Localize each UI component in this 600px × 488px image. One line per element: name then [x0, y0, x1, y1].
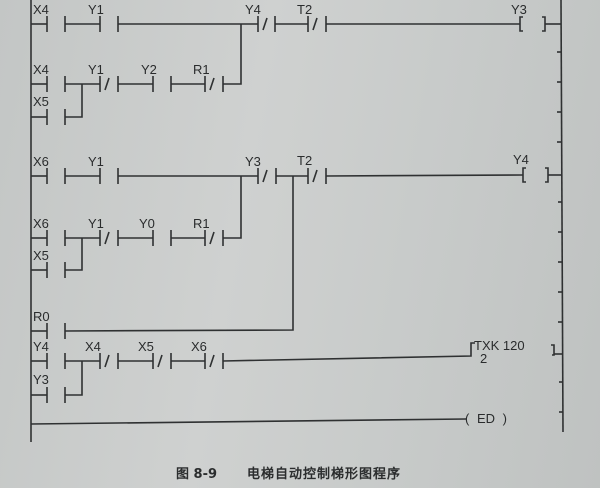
figure-caption: 图 8-9 电梯自动控制梯形图程序	[176, 466, 401, 482]
contact-nc-r1-branch[interactable]: R1	[193, 62, 224, 92]
contact-nc-t2[interactable]: T2	[297, 153, 327, 184]
contact-label: Y0	[139, 216, 155, 231]
contact-nc-r1-branch[interactable]: R1	[193, 216, 224, 246]
right-power-rail	[560, 0, 564, 433]
contact-label: R1	[193, 62, 210, 77]
contact-label: X4	[85, 339, 101, 354]
contact-label: X6	[191, 339, 207, 354]
rung-txk: Y4 Y3 X4 X5 X6	[31, 338, 563, 403]
timer-name-preset: TXK 120	[474, 338, 525, 353]
contact-label: T2	[297, 2, 312, 17]
rung-y4: X6 Y1 Y3 T2 Y4	[31, 152, 562, 278]
contact-label: Y1	[88, 62, 104, 77]
figure-number: 图 8-9	[176, 467, 217, 482]
contact-label: Y1	[88, 154, 104, 169]
end-instruction-ed[interactable]: ( ED )	[465, 411, 507, 426]
contact-label: Y4	[33, 339, 49, 354]
contact-label: X6	[33, 154, 49, 169]
contact-nc-x5[interactable]: X5	[138, 339, 172, 369]
contact-no-y4[interactable]: Y4	[31, 339, 66, 369]
coil-label: Y4	[513, 152, 529, 167]
rung-r0: R0	[31, 176, 294, 339]
timer-instruction-txk[interactable]: TXK 120 2	[474, 338, 563, 366]
contact-nc-y4[interactable]: Y4	[245, 2, 276, 32]
contact-label: X6	[33, 216, 49, 231]
rung-y3: X4 Y1 Y4 T2	[31, 2, 561, 125]
contact-no-y1[interactable]: Y1	[88, 154, 119, 184]
contact-no-x4-branch[interactable]: X4	[31, 62, 66, 92]
contact-no-x6-branch[interactable]: X6	[31, 216, 66, 246]
contact-no-y2-branch[interactable]: Y2	[141, 62, 172, 92]
contact-label: X5	[33, 248, 49, 263]
contact-no-x6[interactable]: X6	[31, 154, 66, 184]
contact-label: Y3	[245, 154, 261, 169]
coil-y4[interactable]: Y4	[513, 152, 562, 183]
contact-label: Y2	[141, 62, 157, 77]
contact-label: X4	[33, 2, 49, 17]
contact-nc-t2[interactable]: T2	[297, 2, 327, 32]
contact-no-x5-branch[interactable]: X5	[31, 94, 66, 125]
contact-no-y0-branch[interactable]: Y0	[139, 216, 172, 246]
contact-label: Y3	[33, 372, 49, 387]
contact-nc-x6[interactable]: X6	[191, 339, 224, 369]
contact-label: Y1	[88, 216, 104, 231]
contact-no-x4[interactable]: X4	[31, 2, 66, 32]
contact-label: R0	[33, 309, 50, 324]
contact-label: X5	[138, 339, 154, 354]
contact-nc-y1-branch[interactable]: Y1	[88, 216, 119, 246]
contact-no-r0[interactable]: R0	[31, 309, 66, 339]
timer-number: 2	[480, 351, 487, 366]
contact-nc-y3[interactable]: Y3	[245, 154, 277, 184]
contact-nc-x4[interactable]: X4	[85, 339, 119, 369]
contact-label: X4	[33, 62, 49, 77]
contact-no-y3[interactable]: Y3	[31, 372, 66, 403]
contact-nc-y1-branch[interactable]: Y1	[88, 62, 119, 92]
contact-label: Y1	[88, 2, 104, 17]
contact-no-x5-branch[interactable]: X5	[31, 248, 66, 278]
figure-title: 电梯自动控制梯形图程序	[247, 466, 401, 482]
coil-y3[interactable]: Y3	[511, 2, 561, 32]
contact-label: X5	[33, 94, 49, 109]
right-rail-ticks	[557, 51, 563, 413]
contact-no-y1[interactable]: Y1	[65, 2, 119, 32]
contact-label: T2	[297, 153, 312, 168]
rung-end: ( ED )	[30, 411, 507, 426]
contact-label: Y4	[245, 2, 261, 17]
contact-label: R1	[193, 216, 210, 231]
coil-label: Y3	[511, 2, 527, 17]
